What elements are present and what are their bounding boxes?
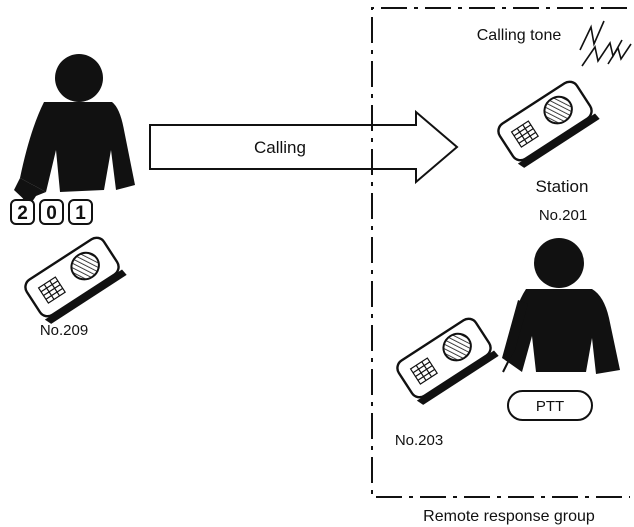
digit-key: 1: [68, 199, 93, 225]
tone-icon: [579, 20, 632, 67]
digit-key-label: 1: [75, 203, 86, 224]
dialed-digits: 2 0 1: [10, 199, 93, 225]
remote-response-group-caption: Remote response group: [423, 508, 595, 525]
digit-key-label: 2: [17, 203, 28, 224]
responder-handset-icon: [392, 313, 500, 408]
ptt-label: PTT: [536, 398, 564, 415]
station-number-label: No.201: [539, 207, 587, 224]
calling-arrow-label: Calling: [254, 138, 306, 157]
responder-handset-label: No.203: [395, 432, 443, 449]
responder-person-icon: [502, 238, 620, 374]
digit-key: 2: [10, 199, 35, 225]
caller-handset-label: No.209: [40, 322, 88, 339]
calling-tone-label: Calling tone: [477, 27, 562, 44]
digit-key: 0: [39, 199, 64, 225]
caller-person-icon: [14, 54, 135, 211]
remote-response-group-boundary: [371, 7, 630, 498]
digit-key-label: 0: [46, 203, 57, 224]
station-handset-icon: [493, 76, 601, 171]
calling-arrow: Calling: [149, 109, 459, 185]
caller-handset-icon: [20, 232, 128, 327]
ptt-button: PTT: [507, 390, 593, 421]
station-label: Station: [536, 177, 589, 196]
